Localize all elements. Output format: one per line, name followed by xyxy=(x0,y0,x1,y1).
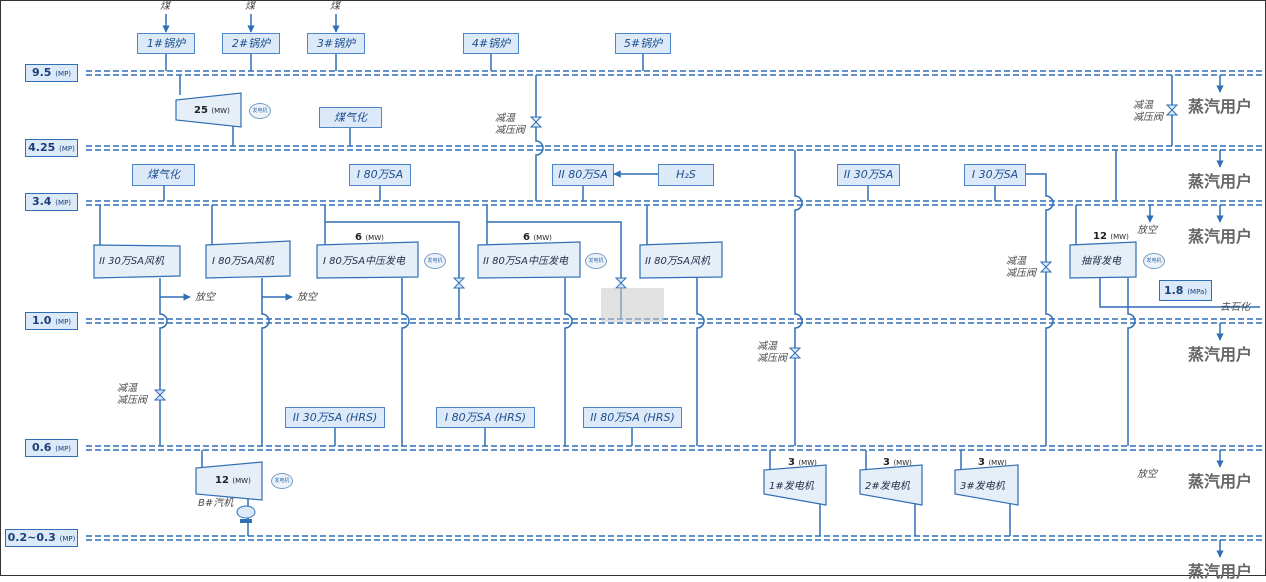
fan1-label: II 30万SA风机 xyxy=(99,255,165,267)
turbine-bodies xyxy=(93,92,1137,506)
back-label: 抽背发电 xyxy=(1081,255,1122,267)
vent-label-3: 放空 xyxy=(1137,225,1157,236)
turbine-12-mw: 12 (MW) xyxy=(215,475,251,486)
steam-user-1: 蒸汽用户 xyxy=(1188,97,1253,116)
b-turbine-label: B#汽机 xyxy=(198,498,234,509)
gen-2-body xyxy=(859,464,923,506)
steam-user-2: 蒸汽用户 xyxy=(1188,172,1253,191)
steam-user-4: 蒸汽用户 xyxy=(1188,345,1253,364)
boiler-3: 3#锅炉 xyxy=(307,33,365,54)
turbine-mid1 xyxy=(316,241,419,279)
hrs-sa-80-1: I 80万SA (HRS) xyxy=(436,407,535,428)
generator-icon-mid2: 发电机 xyxy=(585,253,607,269)
hrs-sa-30-2: II 30万SA (HRS) xyxy=(285,407,385,428)
pipes xyxy=(99,14,1260,558)
sa-80-2: II 80万SA xyxy=(552,164,614,186)
coal-feed-3: 煤 xyxy=(330,1,340,12)
sa-30-1: I 30万SA xyxy=(964,164,1026,186)
pressure-1-8-mpa: 1.8 (MPa) xyxy=(1159,280,1212,301)
coal-gasification-1: 煤气化 xyxy=(132,164,195,186)
gen3-label: 3#发电机 xyxy=(960,480,1006,492)
sa-30-2: II 30万SA xyxy=(837,164,900,186)
pump-icon xyxy=(236,505,256,523)
mid2-mw: 6 (MW) xyxy=(523,232,552,243)
pressure-4-25: 4.25 (MP) xyxy=(25,139,78,157)
turbine-back xyxy=(1069,241,1137,279)
steam-headers xyxy=(86,70,1262,541)
pressure-3-4: 3.4 (MP) xyxy=(25,193,78,211)
coal-feed-1: 煤 xyxy=(160,1,170,12)
boiler-2: 2#锅炉 xyxy=(222,33,280,54)
turbine-fan2 xyxy=(205,240,291,279)
steam-user-3: 蒸汽用户 xyxy=(1188,227,1253,246)
vent-label-2: 放空 xyxy=(297,292,317,303)
turbine-mid2 xyxy=(477,241,581,279)
gen2-mw: 3 (MW) xyxy=(883,457,912,468)
gen1-mw: 3 (MW) xyxy=(788,457,817,468)
gen2-label: 2#发电机 xyxy=(865,480,911,492)
prv-label-1: 减温 减压阀 xyxy=(495,113,525,136)
gen-3-body xyxy=(954,464,1019,506)
coal-gasification-2: 煤气化 xyxy=(319,107,382,128)
generator-icon-mid1: 发电机 xyxy=(424,253,446,269)
sa-80-1: I 80万SA xyxy=(349,164,411,186)
vent-label-4: 放空 xyxy=(1137,469,1157,480)
overlay-placeholder xyxy=(601,288,664,322)
prv-label-2: 减温 减压阀 xyxy=(1133,100,1163,123)
mid2-label: II 80万SA中压发电 xyxy=(483,255,569,267)
gen-1-body xyxy=(763,464,827,506)
prv-label-5: 减温 减压阀 xyxy=(117,383,147,406)
pressure-9-5: 9.5 (MP) xyxy=(25,64,78,82)
gen1-label: 1#发电机 xyxy=(769,480,815,492)
coal-feed-2: 煤 xyxy=(245,1,255,12)
gen3-mw: 3 (MW) xyxy=(978,457,1007,468)
pressure-0-6: 0.6 (MP) xyxy=(25,439,78,457)
pressure-0-2-0-3: 0.2~0.3 (MP) xyxy=(5,529,78,547)
turbine-12mw xyxy=(195,461,263,501)
to-petrochem-label: 去石化 xyxy=(1220,302,1250,313)
steam-user-6: 蒸汽用户 xyxy=(1188,562,1253,581)
hrs-sa-80-2: II 80万SA (HRS) xyxy=(583,407,682,428)
pressure-1-0: 1.0 (MP) xyxy=(25,312,78,330)
prv-label-3: 减温 减压阀 xyxy=(1006,256,1036,279)
generator-icon-25: 发电机 xyxy=(249,103,271,119)
mid1-label: I 80万SA中压发电 xyxy=(323,255,406,267)
mid1-mw: 6 (MW) xyxy=(355,232,384,243)
turbine-fan3 xyxy=(639,241,723,279)
boiler-4: 4#锅炉 xyxy=(463,33,519,54)
boiler-5: 5#锅炉 xyxy=(615,33,671,54)
turbine-25-mw: 25 (MW) xyxy=(194,105,230,116)
boiler-1: 1#锅炉 xyxy=(137,33,195,54)
fan2-label: I 80万SA风机 xyxy=(212,255,275,267)
prv-label-4: 减温 减压阀 xyxy=(757,341,787,364)
turbine-fan1 xyxy=(93,244,181,279)
vent-label-1: 放空 xyxy=(195,292,215,303)
steam-user-5: 蒸汽用户 xyxy=(1188,472,1253,491)
valves xyxy=(153,104,1179,401)
generator-icon-12: 发电机 xyxy=(271,473,293,489)
fan3-label: II 80万SA风机 xyxy=(645,255,711,267)
h2s-box: H₂S xyxy=(658,164,714,186)
back-mw: 12 (MW) xyxy=(1093,231,1129,242)
generator-icon-back: 发电机 xyxy=(1143,253,1165,269)
